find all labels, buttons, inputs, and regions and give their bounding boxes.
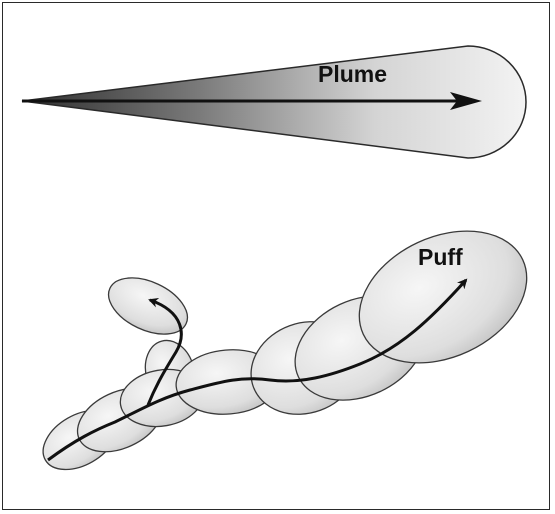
puff-group [33,205,548,481]
plume-group: Plume [22,46,526,158]
puff-label: Puff [418,244,463,270]
plume-label: Plume [318,61,387,87]
